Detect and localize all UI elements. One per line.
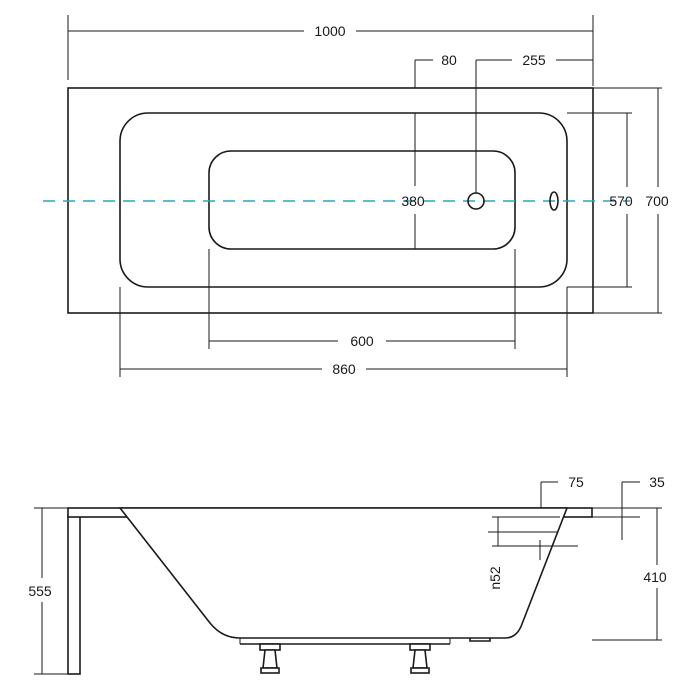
dim-basin-width: 570 — [609, 193, 633, 209]
side-view-tub-body — [118, 507, 569, 639]
top-view-basin — [119, 112, 568, 288]
overflow-hole — [549, 191, 559, 211]
dim-overall-width: 700 — [645, 193, 669, 209]
dim-depth: 410 — [643, 569, 667, 585]
dim-rim-thickness: 35 — [649, 474, 665, 490]
side-view-panel — [67, 515, 81, 675]
dim-overflow-diameter: n52 — [487, 566, 503, 590]
dim-inner-width: 380 — [401, 193, 425, 209]
dim-inner-length: 600 — [350, 333, 374, 349]
dim-overall-length: 1000 — [314, 23, 345, 39]
side-view: 555 75 35 n52 410 — [28, 474, 667, 675]
dim-overflow-depth: 75 — [568, 474, 584, 490]
left-foot — [259, 643, 281, 674]
right-foot — [409, 643, 431, 674]
top-view-inner-floor — [208, 150, 516, 250]
dim-basin-length: 860 — [332, 361, 356, 377]
dim-overflow-offset: 80 — [441, 52, 457, 68]
dim-drain-offset: 255 — [522, 52, 546, 68]
top-view: 1000 80 255 380 570 700 600 — [43, 15, 669, 377]
dim-total-height: 555 — [28, 583, 52, 599]
